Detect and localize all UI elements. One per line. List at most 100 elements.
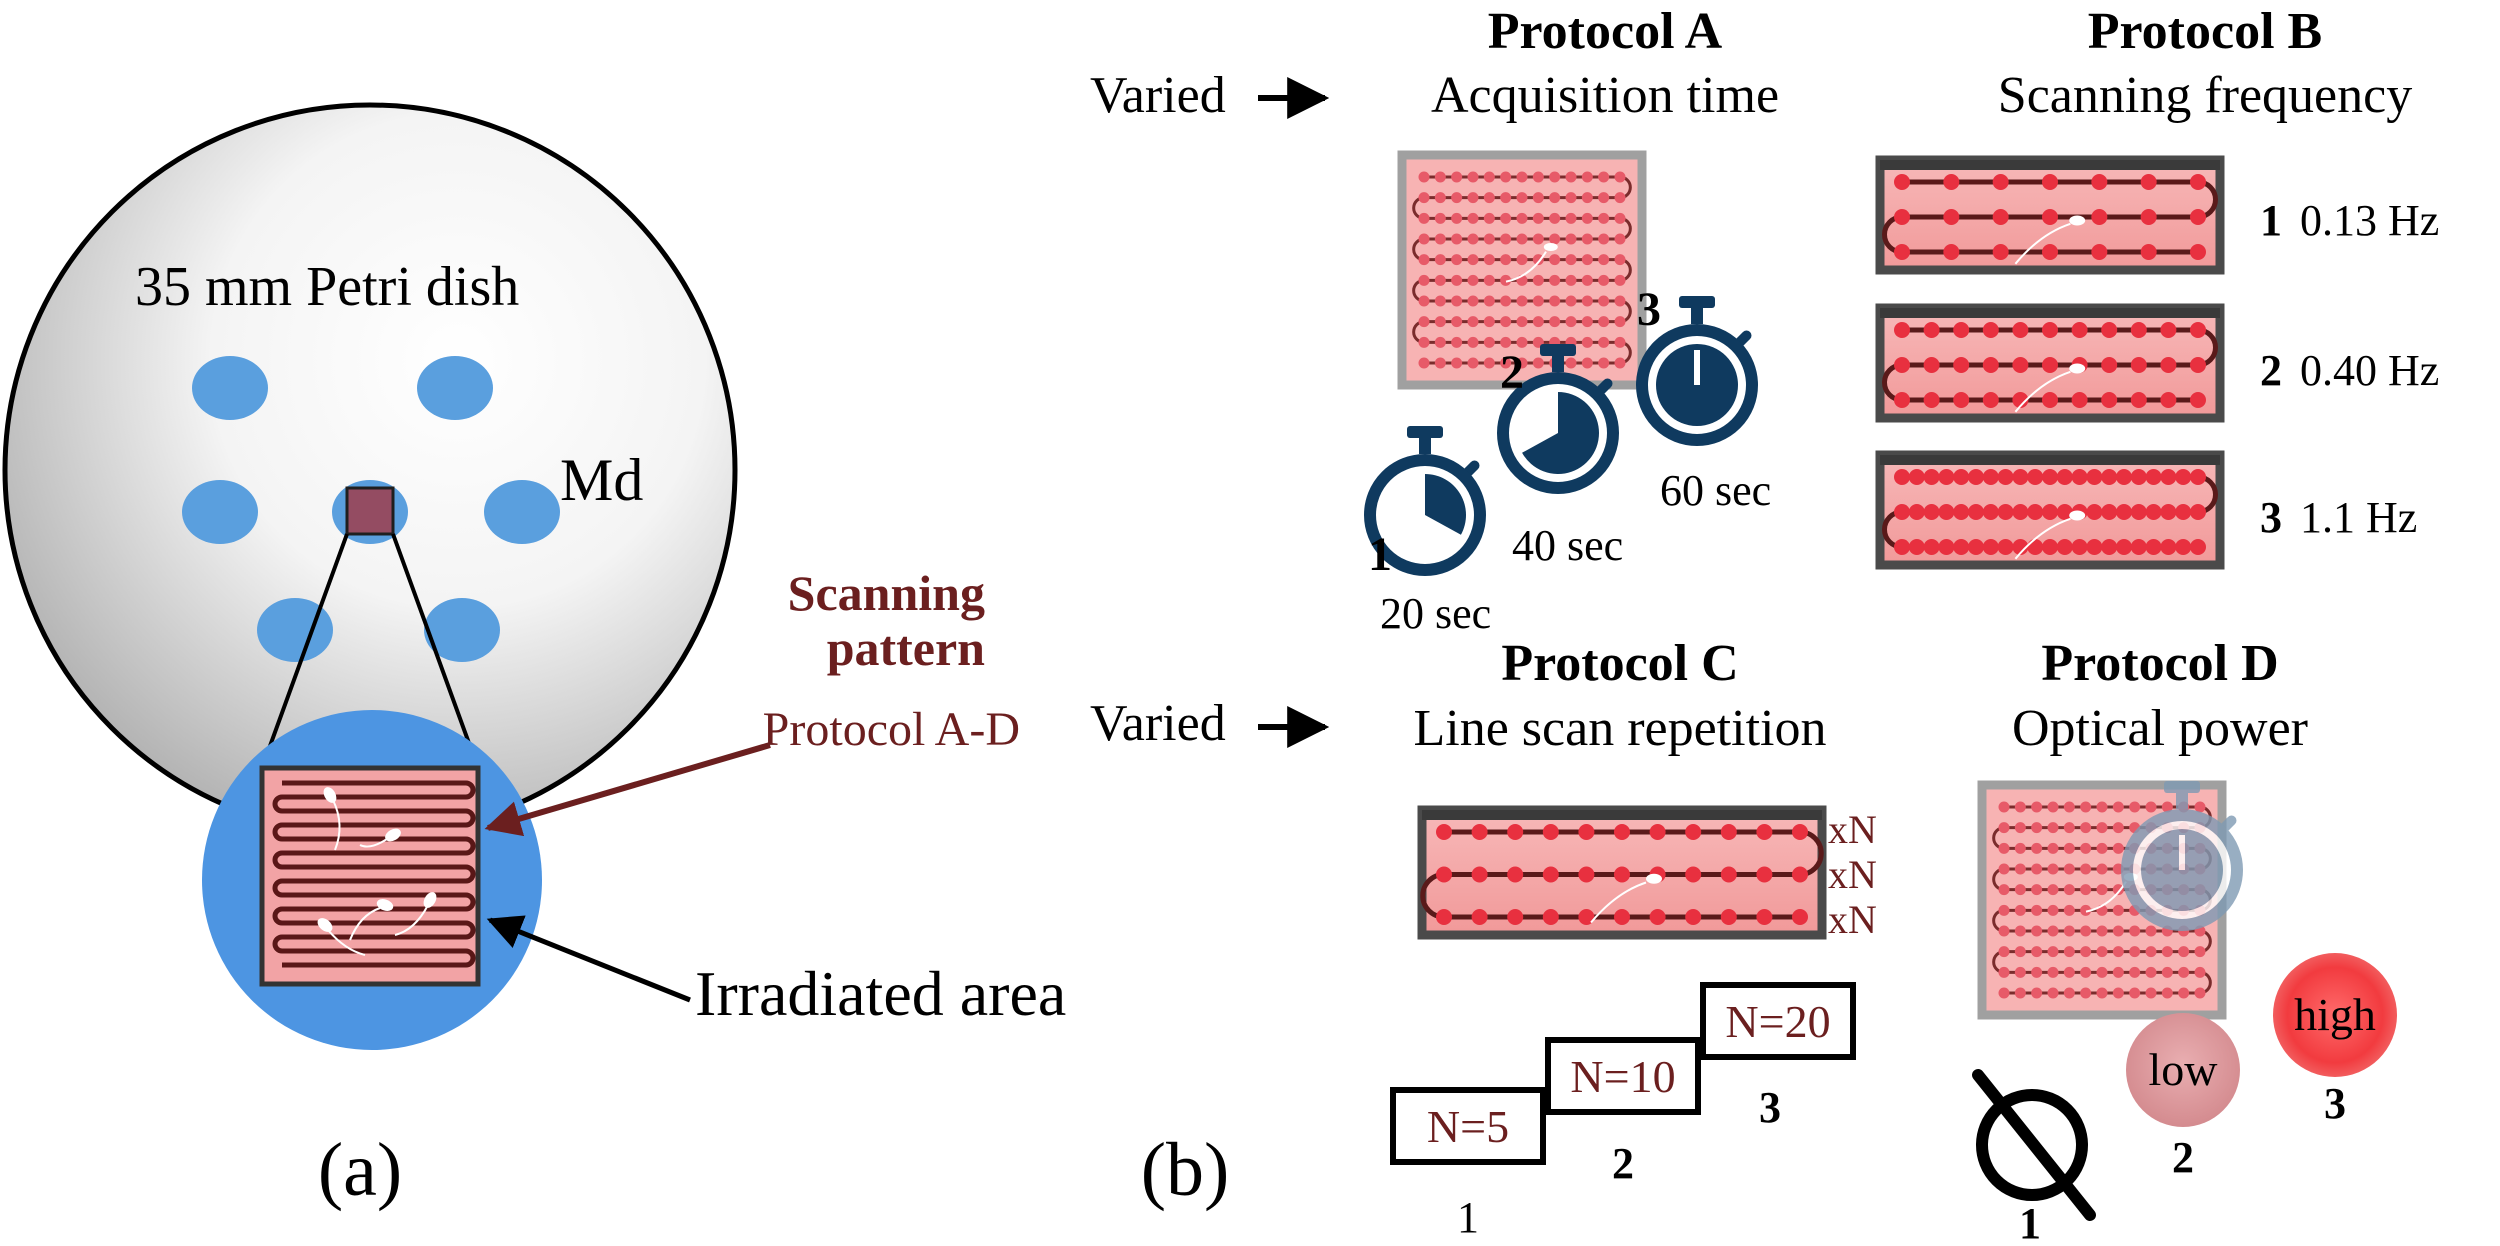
scan-spot xyxy=(1581,295,1593,307)
scan-spot xyxy=(1549,295,1561,307)
scan-spot xyxy=(1982,392,1999,408)
scan-spot xyxy=(2047,925,2059,937)
scan-spot xyxy=(1565,212,1577,224)
scan-spot xyxy=(2063,801,2075,813)
zoom-line xyxy=(391,533,480,769)
scan-spot xyxy=(2160,539,2177,555)
scan-spot xyxy=(1451,295,1463,307)
irradiated-area-label: Irradiated area xyxy=(695,958,1066,1029)
scan-spot xyxy=(2112,904,2124,916)
scan-spot xyxy=(1614,866,1630,883)
scan-spot xyxy=(1953,539,1970,555)
scan-spot xyxy=(2129,925,2141,937)
scan-spot xyxy=(1992,174,2009,190)
scan-spot xyxy=(1451,357,1463,369)
scan-spot xyxy=(2031,946,2043,958)
scan-spot xyxy=(1685,866,1702,883)
scan-spot xyxy=(1418,274,1430,286)
scan-spot xyxy=(1997,504,2014,520)
scan-spot xyxy=(1998,966,2010,978)
repeat-mark: xN xyxy=(1828,807,1877,852)
protocol-a-subtitle: Acquisition time xyxy=(1431,67,1779,124)
scan-spot xyxy=(1968,504,1984,520)
scan-spot xyxy=(2056,504,2073,520)
scan-spot xyxy=(1581,336,1593,348)
protocol-b: Protocol B Scanning frequency 1 0.13 Hz … xyxy=(1875,3,2439,570)
sperm-tail xyxy=(2014,517,2071,560)
scan-spot xyxy=(2161,801,2173,813)
scan-spot xyxy=(1451,254,1463,266)
scan-spot xyxy=(1598,233,1610,245)
scan-spot xyxy=(1516,254,1528,266)
scan-spot xyxy=(2190,504,2206,520)
scan-spot xyxy=(2140,174,2157,190)
scan-spot xyxy=(1483,336,1495,348)
scan-spot xyxy=(2190,209,2206,225)
high-power-spot xyxy=(2273,953,2397,1077)
scan-spot xyxy=(1434,357,1446,369)
selected-region xyxy=(345,486,395,536)
scan-spot xyxy=(1598,316,1610,328)
scan-spot xyxy=(2047,904,2059,916)
scan-spot xyxy=(2175,504,2192,520)
stopwatch-index: 1 xyxy=(1368,528,1392,581)
stopwatch-3: 3 60 sec xyxy=(1636,283,1771,515)
scan-spot xyxy=(1418,212,1430,224)
scan-spot xyxy=(2086,504,2103,520)
scan-spot xyxy=(2031,925,2043,937)
scan-spot xyxy=(1998,925,2010,937)
scan-spot xyxy=(1451,171,1463,183)
scan-spot xyxy=(1434,212,1446,224)
frequency-value: 1.1 Hz xyxy=(2300,493,2417,542)
scan-spot xyxy=(1565,171,1577,183)
repeat-mark: xN xyxy=(1828,897,1877,942)
scan-spot xyxy=(1532,171,1544,183)
scan-spot xyxy=(2096,822,2108,834)
scan-spot xyxy=(2012,357,2029,373)
scan-spot xyxy=(1467,171,1479,183)
scan-spot xyxy=(1598,357,1610,369)
scan-spot xyxy=(2145,987,2157,999)
scan-spot xyxy=(1953,357,1970,373)
scan-spot xyxy=(2042,244,2058,260)
protocol-c-title: Protocol C xyxy=(1501,635,1738,692)
scan-spot xyxy=(1532,316,1544,328)
scan-spot xyxy=(1565,274,1577,286)
scan-spot xyxy=(2047,966,2059,978)
scan-spot xyxy=(1516,212,1528,224)
scan-spot xyxy=(1720,824,1737,840)
scan-spot xyxy=(1953,392,1970,408)
panel-a-label: (a) xyxy=(318,1128,402,1212)
protocol-c-subtitle: Line scan repetition xyxy=(1414,700,1827,757)
scan-spot xyxy=(1483,192,1495,204)
stopwatch-index: 2 xyxy=(1500,346,1524,399)
scan-spot xyxy=(1516,357,1528,369)
scan-spot xyxy=(1565,192,1577,204)
scan-spot xyxy=(1581,316,1593,328)
scan-spot xyxy=(2160,357,2177,373)
scan-spot xyxy=(1483,171,1495,183)
scan-spot xyxy=(2047,863,2059,875)
scan-spot xyxy=(2112,946,2124,958)
scan-spot xyxy=(1998,904,2010,916)
scan-spot xyxy=(2086,469,2103,485)
repetition-box-3 xyxy=(1700,982,1856,1060)
scan-spot xyxy=(2096,987,2108,999)
sperm-cell xyxy=(2069,363,2086,374)
scan-spot xyxy=(1532,192,1544,204)
scan-spot xyxy=(2063,842,2075,854)
scan-spot xyxy=(1982,357,1999,373)
scan-spot xyxy=(2140,244,2157,260)
scan-spot xyxy=(1467,254,1479,266)
scan-spot xyxy=(2145,801,2157,813)
scan-spot xyxy=(1581,171,1593,183)
scan-spot xyxy=(1483,316,1495,328)
repeat-mark: xN xyxy=(1828,852,1877,897)
scan-spot xyxy=(1483,233,1495,245)
scan-spot xyxy=(2031,987,2043,999)
scan-spot xyxy=(2080,904,2092,916)
scan-spot xyxy=(1467,192,1479,204)
scan-spot xyxy=(2071,539,2088,555)
scan-spot xyxy=(1614,824,1630,840)
scan-spot xyxy=(1451,233,1463,245)
